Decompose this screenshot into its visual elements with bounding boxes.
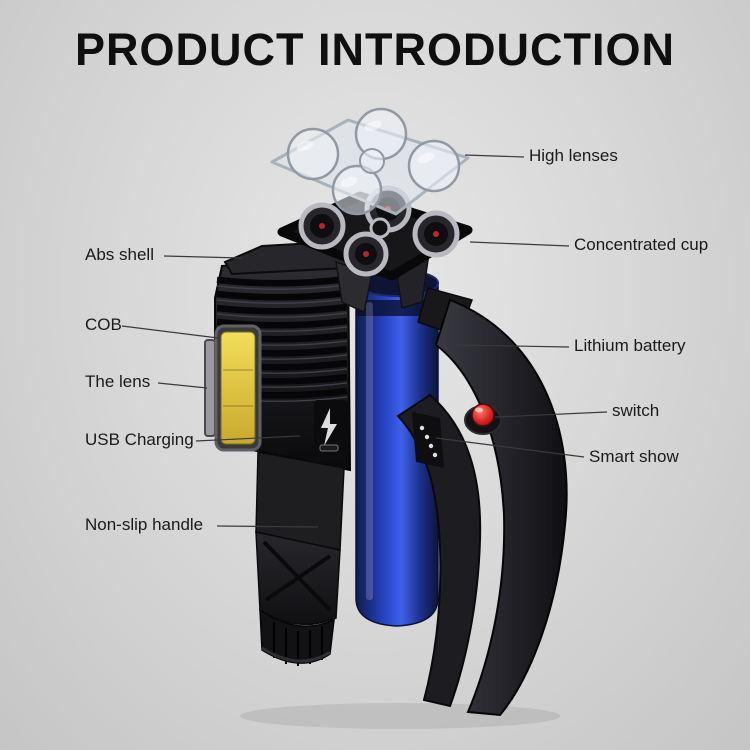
ground-shadow — [240, 703, 560, 729]
concentrated-cup-plate — [277, 185, 473, 281]
label-smart-show: Smart show — [589, 447, 679, 466]
label-cob: COB — [85, 315, 122, 334]
label-the-lens: The lens — [85, 372, 151, 391]
callout-line-cob — [121, 325, 219, 339]
switch-button — [464, 403, 502, 435]
callout-line-concentrated-cup — [469, 241, 570, 247]
callout-line-smart-show — [435, 437, 585, 458]
label-usb-charging: USB Charging — [85, 430, 194, 449]
callout-line-high-lenses — [464, 154, 525, 158]
label-concentrated-cup: Concentrated cup — [574, 235, 709, 254]
page-title: PRODUCT INTRODUCTION — [75, 24, 675, 75]
cob-panel — [204, 324, 262, 452]
callout-line-usb-charging — [195, 435, 301, 442]
callout-line-abs-shell — [163, 255, 243, 259]
label-lithium-battery: Lithium battery — [574, 336, 686, 355]
usb-charging-port — [314, 400, 348, 454]
non-slip-handle-part — [396, 287, 568, 717]
callout-line-switch — [494, 411, 608, 418]
callout-lines — [121, 154, 608, 528]
label-abs-shell: Abs shell — [85, 245, 154, 264]
high-lenses-plate — [270, 107, 470, 216]
label-non-slip-handle: Non-slip handle — [85, 515, 204, 534]
label-high-lenses: High lenses — [529, 146, 618, 165]
callout-line-the-lens — [157, 382, 208, 389]
smart-show-indicator — [419, 425, 438, 458]
callout-line-non-slip-handle — [216, 525, 319, 528]
label-switch: switch — [612, 401, 660, 420]
lower-barrel — [255, 451, 345, 666]
callout-line-lithium-battery — [454, 344, 570, 348]
lightning-icon — [321, 408, 337, 446]
